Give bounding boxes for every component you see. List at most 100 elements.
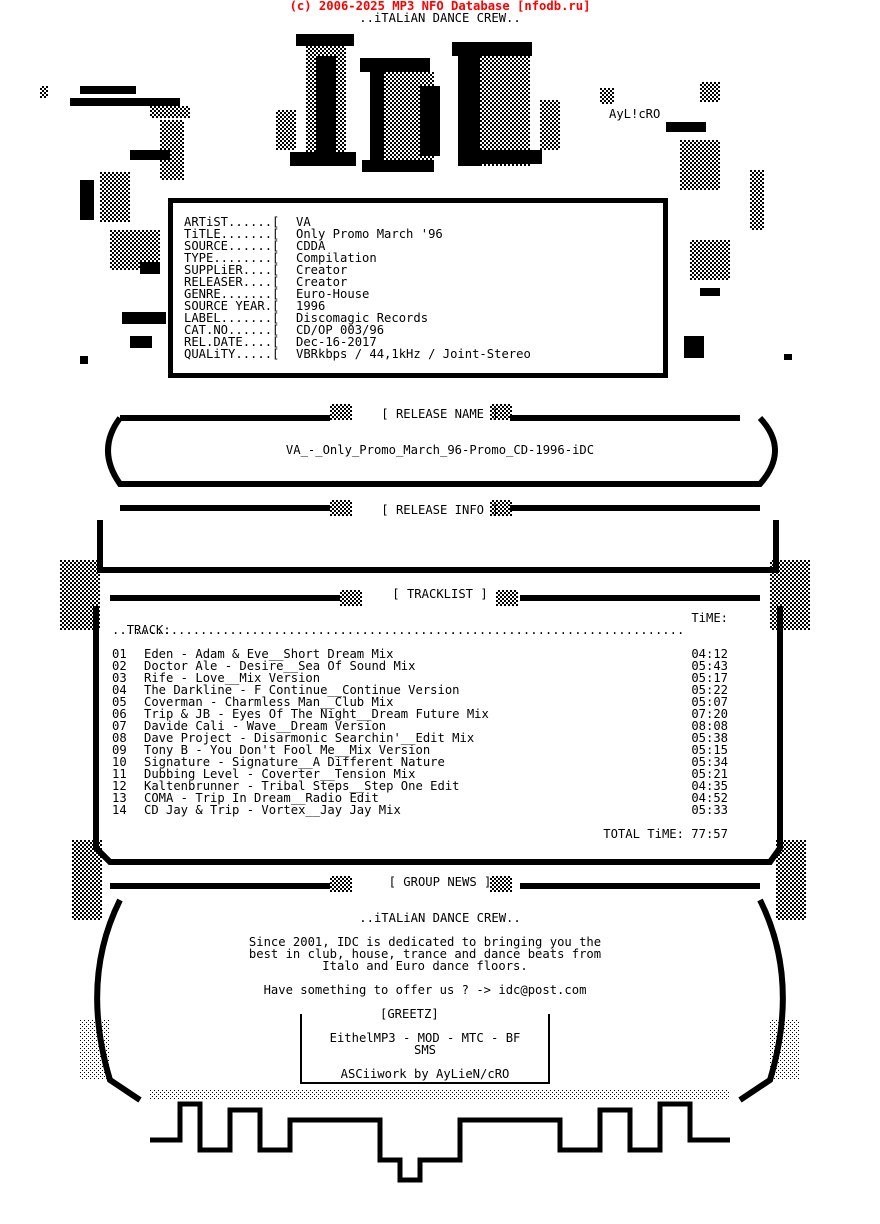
info-value: Creator: [296, 275, 348, 289]
track-time: 05:43: [691, 659, 728, 673]
info-value: Dec-16-2017: [296, 335, 377, 349]
track-number: 13: [112, 791, 127, 805]
info-row: TYPE........[Compilation: [184, 252, 531, 264]
track-title: Tony B - You Don't Fool Me__Mix Version: [144, 743, 431, 757]
info-row: SOURCE......[CDDA: [184, 240, 531, 252]
track-row: 10 Signature - Signature__A Different Nat…: [112, 756, 728, 768]
track-title: Rife - Love__Mix Version: [144, 671, 321, 685]
dotted-separator: ........................................…: [112, 624, 685, 636]
track-number: 08: [112, 731, 127, 745]
info-label: GENRE.......[: [184, 287, 280, 301]
track-row: 12 Kaltenbrunner - Tribal Steps__Step One…: [112, 780, 728, 792]
info-value: Discomagic Records: [296, 311, 429, 325]
track-row: 07 Davide Cali - Wave__Dream Version 08:08: [112, 720, 728, 732]
left-wing: [40, 86, 190, 364]
info-value: CD/OP 003/96: [296, 323, 385, 337]
track-number: 03: [112, 671, 127, 685]
section-tracklist: [ TRACKLIST ]: [392, 587, 488, 601]
info-row: REL.DATE....[Dec-16-2017: [184, 336, 531, 348]
track-title: Dave Project - Disarmonic Searchin'__Edi…: [144, 731, 475, 745]
info-row: QUALiTY.....[ VBRkbps / 44,1kHz / Joint-S…: [184, 348, 531, 360]
section-release-info: [ RELEASE INFO ]: [381, 503, 499, 517]
track-time: 04:52: [691, 791, 728, 805]
copyright-line: (c) 2006-2025 MP3 NFO Database [nfodb.ru…: [289, 0, 591, 13]
info-value: 1996: [296, 299, 326, 313]
info-row: SUPPLiER....[ Creator: [184, 264, 531, 276]
track-row: 09 Tony B - You Don't Fool Me__Mix Versio…: [112, 744, 728, 756]
track-title: Signature - Signature__A Different Natur…: [144, 755, 445, 769]
track-title: Dubbing Level - Coverter__Tension Mix: [144, 767, 416, 781]
info-value: VBRkbps / 44,1kHz / Joint-Stereo: [296, 347, 531, 361]
info-row: CAT.NO......[ CD/OP 003/96: [184, 324, 531, 336]
info-label: TiTLE.......[: [184, 227, 280, 241]
greetz-title: [GREETZ]: [378, 1007, 441, 1021]
contact-offer: Have something to offer us ? -> idc@post…: [263, 983, 587, 997]
track-time: 08:08: [691, 719, 728, 733]
track-time: 05:33: [691, 803, 728, 817]
track-time: 05:17: [691, 671, 728, 685]
section-release-name: [ RELEASE NAME ]: [381, 407, 499, 421]
track-title: CD Jay & Trip - Vortex__Jay Jay Mix: [144, 803, 401, 817]
release-info-frame: [97, 500, 779, 573]
right-wing: [600, 82, 792, 360]
track-number: 07: [112, 719, 127, 733]
track-column-header: TRACK:: [126, 623, 171, 637]
track-number: 14: [112, 803, 127, 817]
track-number: 10: [112, 755, 127, 769]
info-value: Only Promo March '96: [296, 227, 443, 241]
bottom-ornament: [72, 840, 806, 1183]
track-row: 11 Dubbing Level - Coverter__Tension Mix 0…: [112, 768, 728, 780]
track-number: 11: [112, 767, 127, 781]
info-label: QUALiTY.....[: [184, 347, 280, 361]
info-label: ARTiST......[: [184, 215, 280, 229]
track-number: 01: [112, 647, 127, 661]
ascii-credit: ASCiiwork by AyLieN/cRO: [340, 1067, 510, 1081]
track-time: 05:07: [691, 695, 728, 709]
track-title: Davide Cali - Wave__Dream Version: [144, 719, 387, 733]
news-text: Since 2001, IDC is dedicated to bringing…: [248, 935, 602, 973]
info-row: TiTLE.......[ Only Promo March '96: [184, 228, 531, 240]
info-row: ARTiST......[VA: [184, 216, 531, 228]
info-value: CDDA: [296, 239, 326, 253]
track-number: 06: [112, 707, 127, 721]
news-crew-tagline: ..iTALiAN DANCE CREW..: [359, 911, 521, 925]
section-group-news: [ GROUP NEWS ]: [388, 875, 492, 889]
crew-tagline: ..iTALiAN DANCE CREW..: [359, 11, 521, 25]
track-time: 05:21: [691, 767, 728, 781]
info-label: CAT.NO......[: [184, 323, 280, 337]
track-number: 09: [112, 743, 127, 757]
track-row: 03 Rife - Love__Mix Version 05:17: [112, 672, 728, 684]
track-title: Eden - Adam & Eve__Short Dream Mix: [144, 647, 394, 661]
track-time: 04:35: [691, 779, 728, 793]
tracklist-header: TRACK: TiME:: [112, 612, 728, 648]
track-time: 05:15: [691, 743, 728, 757]
greetz-box: [300, 1014, 550, 1084]
info-label: SOURCE YEAR.[: [184, 299, 280, 313]
track-row: 01 Eden - Adam & Eve__Short Dream Mix 04:1…: [112, 648, 728, 660]
track-title: Kaltenbrunner - Tribal Steps__Step One E…: [144, 779, 460, 793]
info-row: RELEASER....[Creator: [184, 276, 531, 288]
track-time: 07:20: [691, 707, 728, 721]
track-row: 08 Dave Project - Disarmonic Searchin'__E…: [112, 732, 728, 744]
track-time: 05:34: [691, 755, 728, 769]
track-time: 05:38: [691, 731, 728, 745]
release-name-frame: [105, 404, 778, 487]
info-label: SUPPLiER....[: [184, 263, 280, 277]
info-value: Euro-House: [296, 287, 370, 301]
info-value: Creator: [296, 263, 348, 277]
track-number: 12: [112, 779, 127, 793]
time-column-header: TiME:: [691, 611, 728, 625]
track-number: 04: [112, 683, 127, 697]
info-row: LABEL.......[Discomagic Records: [184, 312, 531, 324]
track-time: 05:22: [691, 683, 728, 697]
release-name: VA_-_Only_Promo_March_96-Promo_CD-1996-i…: [285, 443, 595, 457]
info-row: GENRE.......[ Euro-House: [184, 288, 531, 300]
track-title: COMA - Trip In Dream__Radio Edit: [144, 791, 379, 805]
track-time: 04:12: [691, 647, 728, 661]
tracklist-frame: [60, 560, 810, 865]
